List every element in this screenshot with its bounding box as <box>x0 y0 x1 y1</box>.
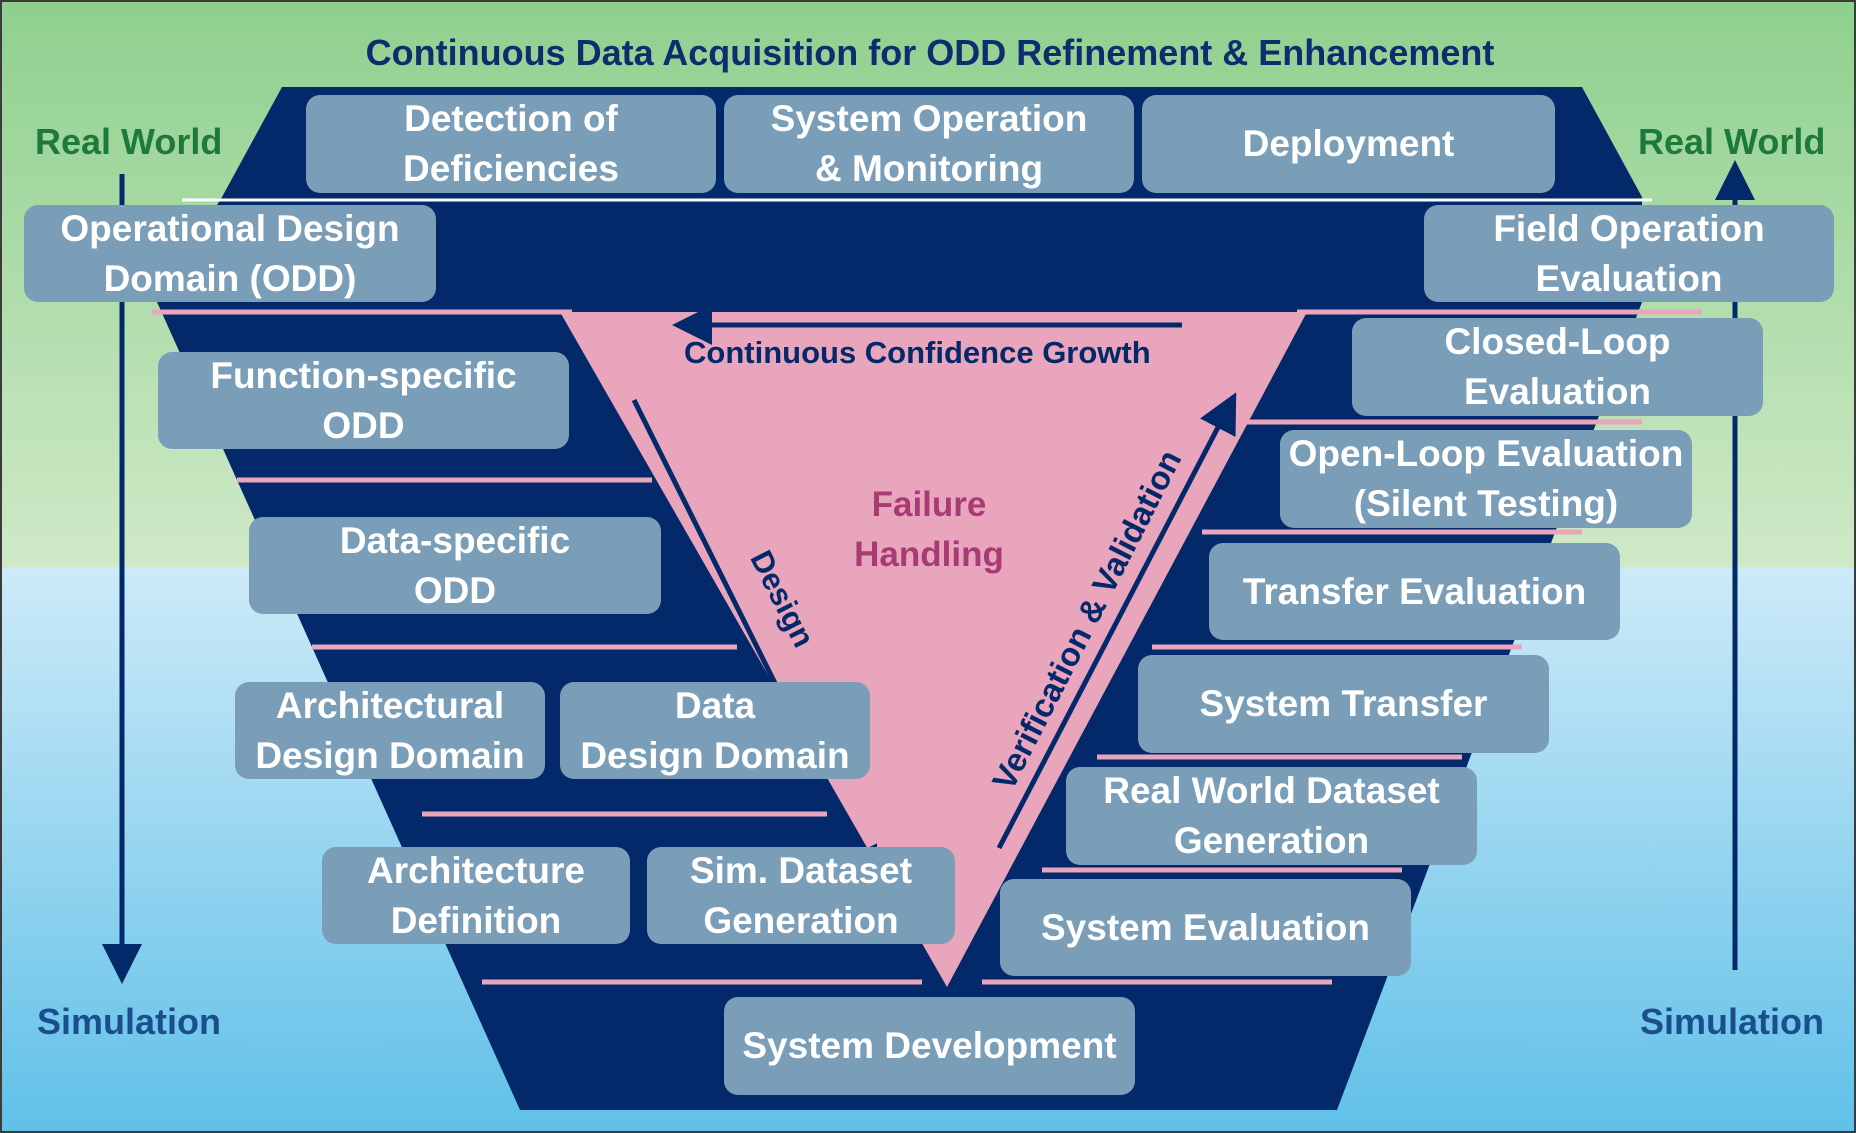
design-arrow <box>631 398 877 888</box>
data-design-domain-box: Data Design Domain <box>560 682 870 779</box>
simulation-label-right: Simulation <box>1640 1001 1825 1042</box>
system-operation-monitoring-box: System Operation & Monitoring <box>724 95 1134 193</box>
data-specific-odd-box: Data-specific ODD <box>249 517 661 614</box>
closed-loop-evaluation-box: Closed-Loop Evaluation <box>1352 318 1763 416</box>
function-specific-odd-box: Function-specific ODD <box>158 352 569 449</box>
real-world-label-left: Real World <box>35 121 223 162</box>
detection-of-deficiencies-box: Detection of Deficiencies <box>306 95 716 193</box>
deployment-box: Deployment <box>1142 95 1555 193</box>
architecture-definition-box: Architecture Definition <box>322 847 630 944</box>
real-world-dataset-generation-box: Real World Dataset Generation <box>1066 767 1477 865</box>
diagram-title: Continuous Data Acquisition for ODD Refi… <box>365 32 1495 73</box>
simulation-label-left: Simulation <box>37 1001 222 1042</box>
left-separators <box>152 309 922 985</box>
system-transfer-box: System Transfer <box>1138 655 1549 753</box>
operational-design-domain-box: Operational Design Domain (ODD) <box>24 205 436 302</box>
real-world-label-right: Real World <box>1638 121 1826 162</box>
system-development-box: System Development <box>724 997 1135 1095</box>
transfer-evaluation-box: Transfer Evaluation <box>1209 543 1620 640</box>
right-separators <box>982 309 1702 985</box>
continuous-confidence-growth-label: Continuous Confidence Growth <box>684 335 1151 370</box>
verification-arrow <box>996 392 1237 850</box>
open-loop-evaluation-box: Open-Loop Evaluation (Silent Testing) <box>1280 430 1692 528</box>
failure-handling-label: Failure Handling <box>854 485 1004 574</box>
sim-dataset-generation-box: Sim. Dataset Generation <box>647 847 955 944</box>
system-evaluation-box: System Evaluation <box>1000 879 1411 976</box>
center-triangle <box>560 312 1307 987</box>
field-operation-evaluation-box: Field Operation Evaluation <box>1424 205 1834 302</box>
architectural-design-domain-box: Architectural Design Domain <box>235 682 545 779</box>
